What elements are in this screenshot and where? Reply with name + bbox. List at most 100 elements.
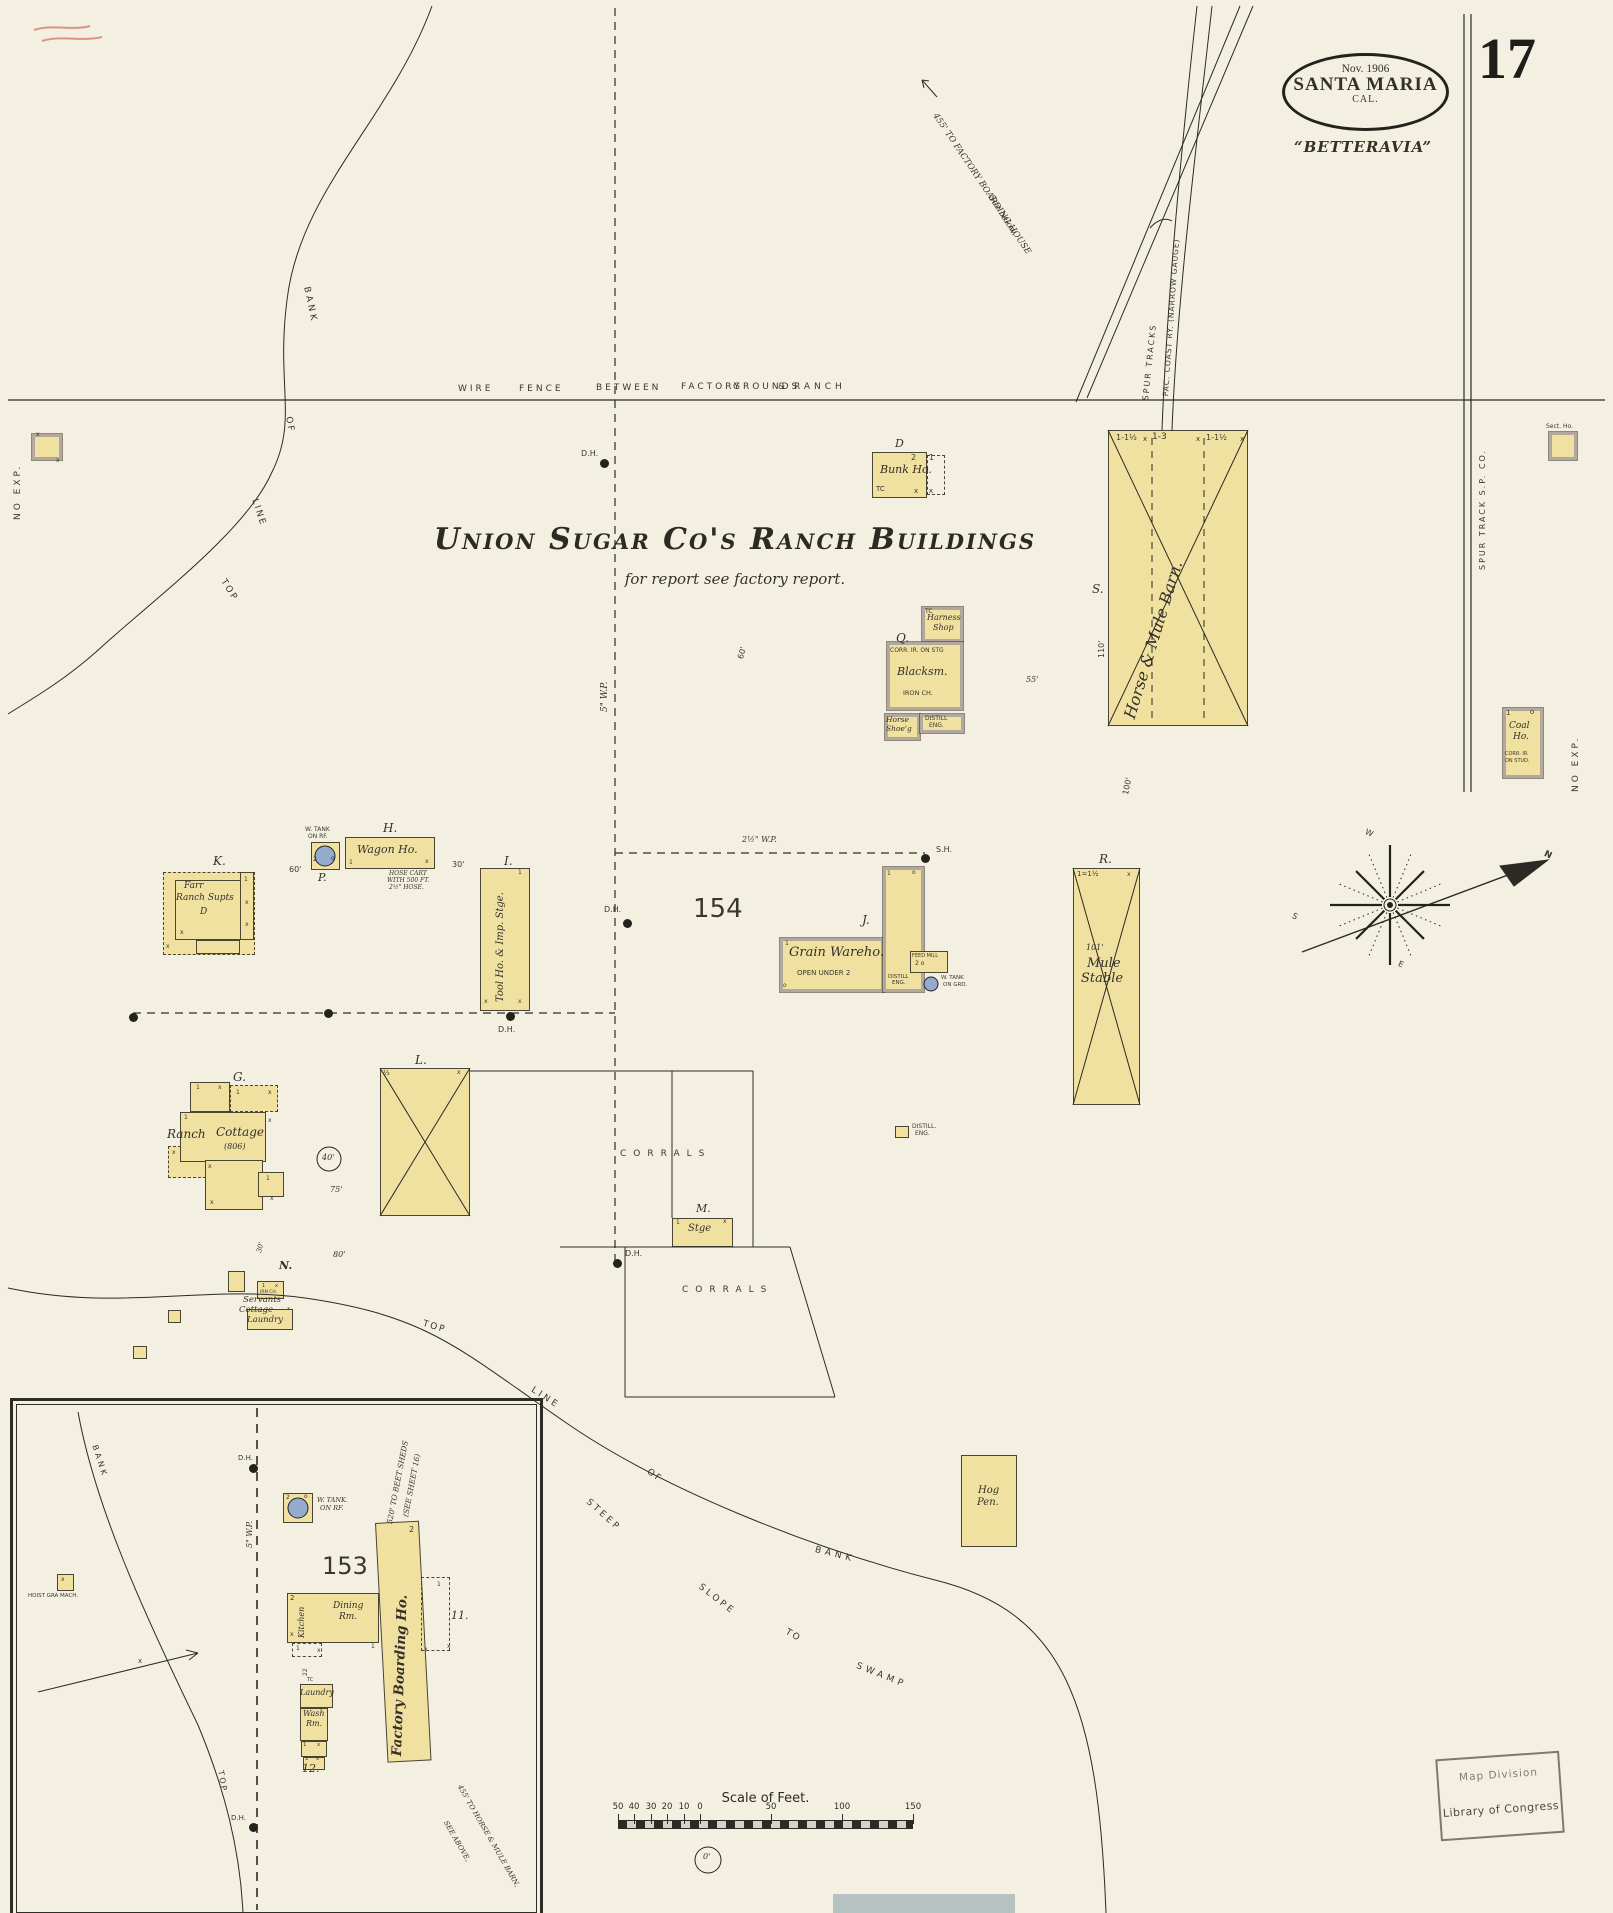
map-label: Grain Wareho. xyxy=(789,945,885,960)
map-label: x xyxy=(208,1163,212,1170)
map-label: BETWEEN xyxy=(596,383,662,393)
map-label: TC xyxy=(925,608,933,615)
scale-tick-label: 30 xyxy=(645,1802,657,1812)
map-label: HOSE CART xyxy=(389,870,427,877)
map-label: FENCE xyxy=(519,384,564,394)
map-label: TC xyxy=(876,485,885,493)
compass-hub-outer xyxy=(1383,898,1397,912)
main-title: Union Sugar Co's Ranch Buildings xyxy=(433,522,1037,557)
map-label: 1 xyxy=(518,869,522,876)
map-label: 1=1½ xyxy=(1077,870,1099,878)
map-label: Horse xyxy=(886,715,909,724)
map-label: 30' xyxy=(452,860,465,869)
map-label: 60' xyxy=(736,645,748,661)
map-label: x xyxy=(290,1631,294,1638)
map-label: W. TANK xyxy=(305,826,330,833)
inset-border xyxy=(10,1398,543,1913)
hydrant-dot xyxy=(248,1822,258,1832)
map-label: See below. xyxy=(986,193,1020,238)
map-label: (806) xyxy=(224,1142,246,1151)
map-label: x xyxy=(36,431,40,438)
map-line xyxy=(921,79,938,98)
scale-tick-label: 20 xyxy=(661,1802,673,1812)
map-label: x xyxy=(275,1283,278,1289)
building-ranch-cottage xyxy=(205,1160,263,1210)
map-label: D.H. xyxy=(231,1814,246,1822)
map-label: 1 xyxy=(676,1219,680,1226)
map-label: S.H. xyxy=(936,845,953,854)
map-label: x xyxy=(1127,871,1131,878)
map-label: 1 xyxy=(303,1742,307,1748)
map-label: 30' xyxy=(255,1241,266,1254)
map-label: 80' xyxy=(333,1250,346,1259)
map-label: D.H. xyxy=(604,905,622,914)
map-label: CORRALS xyxy=(620,1149,712,1159)
map-label: S xyxy=(1290,911,1300,922)
building-servants-cottage xyxy=(168,1310,181,1323)
map-label: 153 xyxy=(322,1552,368,1580)
compass-ray xyxy=(1336,882,1383,903)
map-label: BANK xyxy=(813,1545,856,1565)
scale-tick xyxy=(618,1814,620,1824)
map-label: H. xyxy=(383,821,398,835)
map-label: x xyxy=(268,1117,272,1124)
map-label: 40' xyxy=(322,1153,335,1162)
map-label: DISTILL xyxy=(888,974,909,980)
map-line xyxy=(1075,5,1241,403)
building-hoist-machine xyxy=(57,1574,74,1591)
map-label: 60' xyxy=(289,865,302,874)
grain-water-tank-circle xyxy=(923,976,939,992)
building-factory-boarding-house xyxy=(421,1577,450,1651)
scale-tick xyxy=(634,1814,636,1824)
map-label: 1 xyxy=(262,1283,266,1289)
map-label: SPUR TRACKS xyxy=(1141,323,1159,401)
hydrant-dot xyxy=(622,918,632,928)
building-feed-mill xyxy=(910,951,948,973)
map-label: Cottage xyxy=(216,1125,264,1139)
map-label: OPEN UNDER 2 xyxy=(797,969,851,977)
map-label: 1-1½ xyxy=(1206,433,1227,442)
scale-tick-label: 150 xyxy=(904,1802,922,1812)
map-label: 55' xyxy=(1026,675,1039,684)
map-label: SPUR TRACK S.P. CO. xyxy=(1478,448,1487,570)
building-bunk-house xyxy=(872,452,927,498)
map-label: x xyxy=(484,998,488,1005)
map-label: x xyxy=(317,1742,321,1748)
building-servants-cottage xyxy=(228,1271,245,1292)
compass-ray xyxy=(1367,851,1388,898)
city-name: SANTA MARIA xyxy=(1293,74,1438,95)
map-label: 1 xyxy=(244,876,248,883)
hydrant-dot xyxy=(920,853,930,863)
map-label: 22 xyxy=(302,1668,309,1676)
map-label: 75' xyxy=(330,1185,343,1194)
map-label: W xyxy=(1363,827,1375,839)
building-bunk-house xyxy=(927,455,945,495)
map-label: x xyxy=(166,943,170,950)
map-label: 154 xyxy=(693,894,743,924)
map-line xyxy=(1171,5,1213,431)
compass-ray xyxy=(1367,912,1388,959)
map-label: Farr xyxy=(184,881,204,891)
map-label: TOP xyxy=(218,577,240,604)
map-line xyxy=(1499,859,1550,887)
map-label: 11. xyxy=(451,1609,469,1622)
map-line xyxy=(33,25,103,42)
map-label: D xyxy=(200,907,208,917)
map-label: RANCH xyxy=(794,382,846,392)
building-distill-engine-corral xyxy=(895,1126,909,1138)
map-label: D.H. xyxy=(498,1025,516,1034)
map-label: P. xyxy=(318,871,327,884)
map-label: WIRE xyxy=(458,384,494,394)
compass-ray xyxy=(1355,909,1386,940)
scan-artifact xyxy=(833,1894,1015,1913)
map-label: TC xyxy=(307,1677,314,1683)
map-label: SWAMP xyxy=(854,1661,908,1691)
map-label: 2 xyxy=(313,856,317,863)
sheet-number: 17 xyxy=(1478,26,1536,91)
map-label: x xyxy=(172,1149,176,1156)
building-ranch-cottage xyxy=(230,1085,278,1112)
map-label: x xyxy=(287,1306,290,1312)
map-label: 1 xyxy=(371,1643,375,1650)
map-label: 2 xyxy=(911,453,917,462)
compass-ray xyxy=(1397,907,1444,928)
